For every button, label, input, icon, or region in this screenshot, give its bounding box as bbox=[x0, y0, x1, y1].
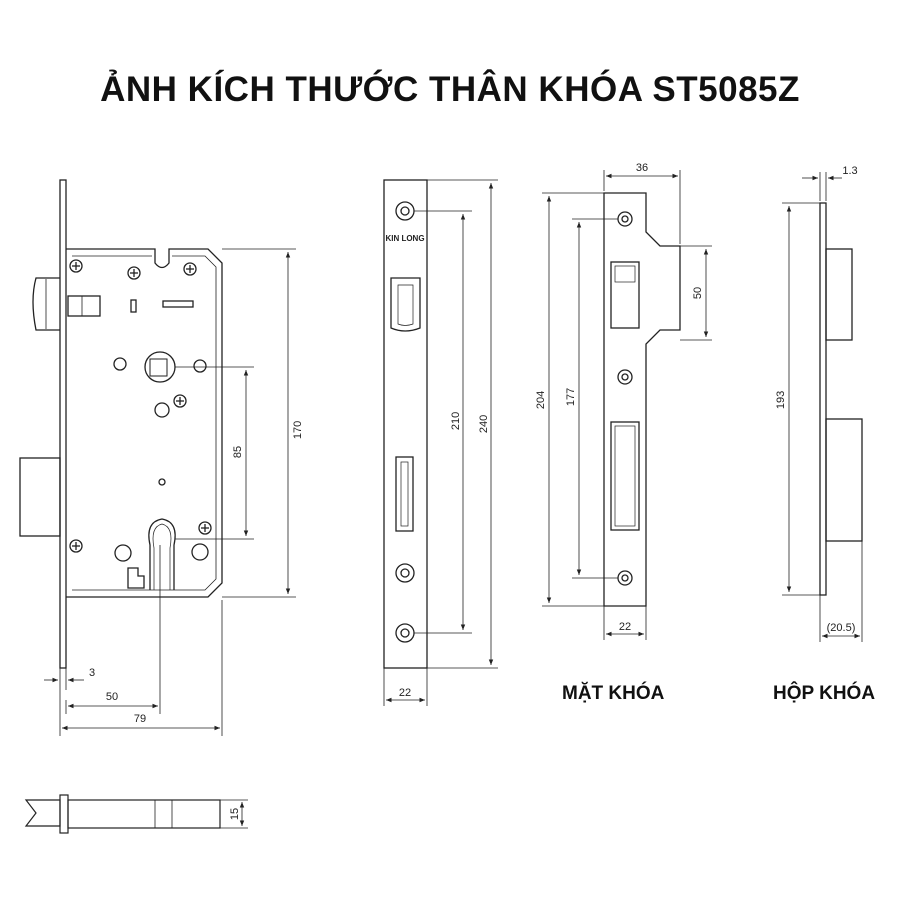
screw-hole-icon bbox=[617, 211, 633, 586]
dim-body-height: 170 bbox=[292, 421, 304, 439]
dim-strike-lip: 50 bbox=[692, 287, 704, 299]
lock-body-outline bbox=[66, 248, 223, 598]
lock-box-view bbox=[819, 202, 863, 596]
strike-plate-view bbox=[603, 192, 681, 607]
faceplate-outline bbox=[383, 179, 428, 669]
caption-lock-box: HỘP KHÓA bbox=[773, 683, 876, 704]
dim-faceplate-outer: 240 bbox=[478, 415, 490, 433]
screw-hole-icon bbox=[395, 201, 415, 643]
dim-faceplate-width: 22 bbox=[399, 687, 411, 699]
dim-strike-holes: 177 bbox=[565, 388, 577, 406]
brand-mark: KIN LONG bbox=[385, 234, 424, 243]
spindle-hub bbox=[113, 351, 207, 486]
latch-bolt bbox=[32, 277, 60, 331]
dim-strike-inner-width: 22 bbox=[619, 621, 631, 633]
cylinder-cutout bbox=[148, 518, 176, 590]
dim-handle-to-cylinder: 85 bbox=[232, 446, 244, 458]
dim-strike-height: 204 bbox=[535, 391, 547, 409]
lock-faceplate-strip bbox=[59, 179, 67, 669]
page-title: ẢNH KÍCH THƯỚC THÂN KHÓA ST5085Z bbox=[100, 70, 800, 109]
dim-strike-width: 36 bbox=[636, 162, 648, 174]
strike-plate-dimensions bbox=[542, 170, 712, 640]
screw-icon bbox=[69, 259, 212, 553]
lock-box-dimensions bbox=[782, 172, 863, 642]
faceplate-dimensions bbox=[383, 179, 498, 706]
dim-faceplate-thickness: 3 bbox=[89, 667, 95, 679]
dead-bolt bbox=[19, 457, 61, 537]
lock-body-dimensions bbox=[44, 248, 296, 736]
caption-faceplate: MẶT KHÓA bbox=[562, 683, 665, 704]
dim-box-height: 193 bbox=[775, 391, 787, 409]
faceplate-view bbox=[383, 179, 428, 669]
lock-body-view bbox=[19, 179, 223, 669]
bolt-top-view bbox=[24, 794, 248, 834]
dim-faceplate-inner: 210 bbox=[450, 412, 462, 430]
lock-box-plate bbox=[819, 202, 827, 596]
strike-plate-outline bbox=[603, 192, 681, 607]
dim-box-width: (20.5) bbox=[827, 622, 856, 634]
dim-backset: 50 bbox=[106, 691, 118, 703]
dim-body-depth: 79 bbox=[134, 713, 146, 725]
dim-box-depth: 1.3 bbox=[842, 165, 857, 177]
dim-bolt-height: 15 bbox=[229, 808, 241, 820]
